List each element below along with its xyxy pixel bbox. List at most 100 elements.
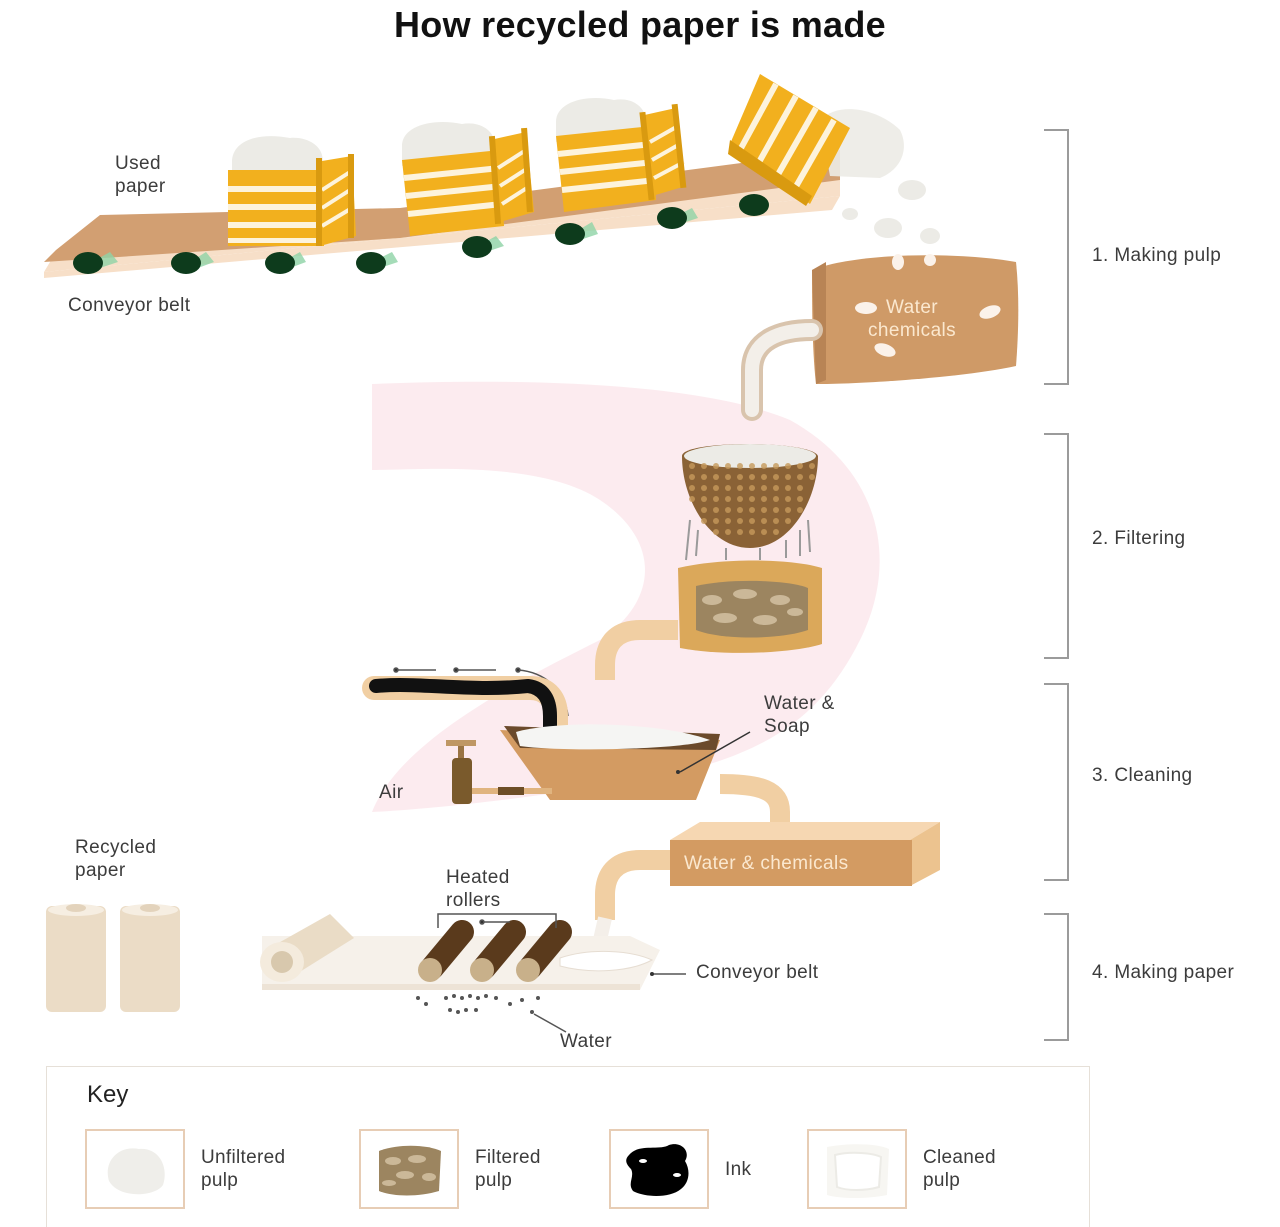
- crate-2: [402, 122, 534, 236]
- sieve-mesh-dot: [785, 507, 791, 513]
- sieve-mesh-dot: [761, 485, 767, 491]
- key-item-unfiltered-pulp: Unfiltered pulp: [85, 1129, 321, 1209]
- sieve-mesh-dot: [737, 518, 743, 524]
- sieve-mesh-dot: [749, 474, 755, 480]
- sieve-mesh-dot: [737, 507, 743, 513]
- sieve-mesh-dot: [713, 463, 719, 469]
- key-item-ink: Ink: [609, 1129, 845, 1209]
- sieve-mesh-dot: [797, 474, 803, 480]
- sieve-mesh-dot: [749, 485, 755, 491]
- sieve-mesh-dot: [797, 485, 803, 491]
- sieve-mesh-dot: [701, 496, 707, 502]
- sieve-mesh-dot: [689, 496, 695, 502]
- sieve-mesh-dot: [785, 474, 791, 480]
- sieve-mesh-dot: [713, 485, 719, 491]
- sieve-mesh-dot: [785, 485, 791, 491]
- sieve-mesh-dot: [797, 463, 803, 469]
- key-label: Filtered pulp: [475, 1147, 541, 1191]
- sieve-mesh-dot: [785, 496, 791, 502]
- stage-filtering: 2. Filtering: [1092, 528, 1186, 549]
- sieve-mesh-dot: [689, 463, 695, 469]
- key-label: Ink: [725, 1158, 752, 1180]
- recycled-paper-label: Recycled paper: [75, 837, 157, 881]
- air-label: Air: [379, 782, 404, 803]
- conveyor-belt-label: Conveyor belt: [68, 295, 191, 316]
- heated-rollers-label: Heated rollers: [446, 867, 510, 911]
- crate-1: [228, 136, 356, 246]
- sieve-mesh-dot: [737, 485, 743, 491]
- filtered-pulp-tank: [678, 560, 822, 653]
- sieve-mesh-dot: [761, 529, 767, 535]
- pulp-pipe-3: [719, 774, 790, 830]
- sieve-mesh-dot: [701, 463, 707, 469]
- sieve-mesh-dot: [713, 507, 719, 513]
- key-legend: Key Unfiltered pulp Filtered pulp Ink Cl…: [46, 1066, 1090, 1227]
- filtered-pulp-swatch-icon: [359, 1129, 459, 1209]
- sieve-mesh-dot: [809, 463, 815, 469]
- sieve-mesh-dot: [761, 518, 767, 524]
- sieve-mesh-dot: [737, 463, 743, 469]
- sieve-mesh-dot: [809, 474, 815, 480]
- water-label: Water: [560, 1031, 612, 1052]
- sieve-mesh-dot: [761, 474, 767, 480]
- ink-swatch-icon: [609, 1129, 709, 1209]
- sieve-mesh-dot: [785, 463, 791, 469]
- water-drops: [416, 994, 540, 1014]
- water-pointer: [533, 1013, 567, 1033]
- water-soap-label: Water & Soap: [764, 693, 835, 737]
- key-item-filtered-pulp: Filtered pulp: [359, 1129, 595, 1209]
- water-chemicals-tank-label: Water chemicals: [868, 297, 957, 341]
- sieve-mesh-dot: [701, 485, 707, 491]
- key-label: Unfiltered pulp: [201, 1147, 286, 1191]
- sieve-mesh-dot: [725, 474, 731, 480]
- sieve-mesh-dot: [701, 518, 707, 524]
- filter-sieve: [682, 444, 818, 548]
- key-item-cleaned-pulp: Cleaned pulp: [807, 1129, 1043, 1209]
- sieve-mesh-dot: [713, 529, 719, 535]
- sieve-mesh-dot: [773, 474, 779, 480]
- sieve-mesh-dot: [713, 474, 719, 480]
- rollers-bracket: [437, 913, 557, 928]
- sieve-mesh-dot: [773, 485, 779, 491]
- sieve-mesh-dot: [725, 485, 731, 491]
- sieve-mesh-dot: [713, 496, 719, 502]
- sieve-mesh-dot: [773, 496, 779, 502]
- cleaned-pulp-swatch-icon: [807, 1129, 907, 1209]
- sieve-mesh-dot: [725, 507, 731, 513]
- sieve-mesh-dot: [761, 463, 767, 469]
- air-pump: [446, 740, 552, 804]
- sieve-mesh-dot: [797, 507, 803, 513]
- sieve-mesh-dot: [725, 463, 731, 469]
- paper-roll: [260, 914, 354, 982]
- sieve-mesh-dot: [713, 518, 719, 524]
- sieve-mesh-dot: [749, 507, 755, 513]
- stage-cleaning: 3. Cleaning: [1092, 765, 1193, 786]
- pulp-pipe-4: [595, 850, 670, 920]
- sieve-mesh-dot: [785, 518, 791, 524]
- sieve-mesh-dot: [761, 496, 767, 502]
- cleaning-tub: [500, 724, 751, 800]
- water-chemicals-box: [670, 822, 940, 886]
- pulp-pipe-2: [595, 620, 678, 680]
- water-chemicals-box-label: Water & chemicals: [684, 853, 849, 874]
- ink-flow: [369, 678, 557, 741]
- stage-making-pulp: 1. Making pulp: [1092, 245, 1222, 266]
- sieve-mesh-dot: [725, 518, 731, 524]
- recycled-paper-rolls: [46, 904, 180, 1012]
- sieve-mesh-dot: [737, 496, 743, 502]
- sieve-mesh-dot: [725, 496, 731, 502]
- sieve-mesh-dot: [773, 518, 779, 524]
- sieve-mesh-dot: [689, 485, 695, 491]
- sieve-mesh-dot: [689, 474, 695, 480]
- stage-brackets: [1044, 129, 1069, 1041]
- conveyor-wheels: [73, 194, 769, 274]
- unfiltered-pulp-swatch-icon: [85, 1129, 185, 1209]
- crate-tipping: [728, 74, 904, 206]
- sieve-mesh-dot: [773, 529, 779, 535]
- used-paper-label: Used paper: [115, 153, 166, 197]
- key-label: Cleaned pulp: [923, 1147, 996, 1191]
- sieve-mesh-dot: [749, 529, 755, 535]
- sieve-mesh-dot: [701, 474, 707, 480]
- sieve-mesh-dot: [797, 496, 803, 502]
